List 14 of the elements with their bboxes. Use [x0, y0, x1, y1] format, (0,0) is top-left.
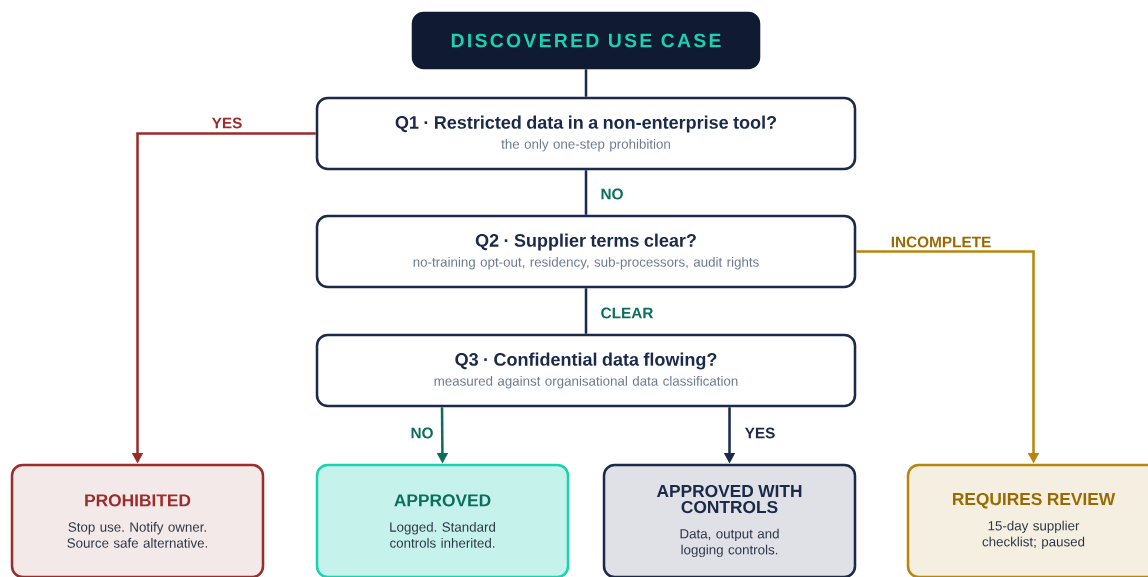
- edge-label: CLEAR: [599, 306, 655, 320]
- edge-label: YES: [210, 116, 244, 130]
- outcome-box: REQUIRES REVIEW 15-day supplier checklist; paused: [906, 463, 1148, 577]
- outcome-box: PROHIBITED Stop use. Notify owner. Source safe alternative.: [10, 463, 265, 577]
- question-box: Q1 · Restricted data in a non-enterprise tool? the only one-step prohibition: [315, 96, 857, 171]
- outcome-box: APPROVED WITH CONTROLS Data, output and logging controls.: [602, 463, 857, 577]
- outcome-box: APPROVED Logged. Standard controls inherited.: [315, 463, 570, 577]
- edge-label: NO: [599, 187, 625, 201]
- start-box: DISCOVERED USE CASE: [411, 11, 761, 70]
- edge-label: YES: [743, 426, 777, 440]
- edge-label: INCOMPLETE: [889, 235, 993, 249]
- question-box: Q3 · Confidential data flowing? measured against organisational data classification: [315, 333, 857, 408]
- edge-label: NO: [409, 426, 435, 440]
- question-box: Q2 · Supplier terms clear? no-training opt-out, residency, sub-processors, audit rights: [315, 214, 857, 289]
